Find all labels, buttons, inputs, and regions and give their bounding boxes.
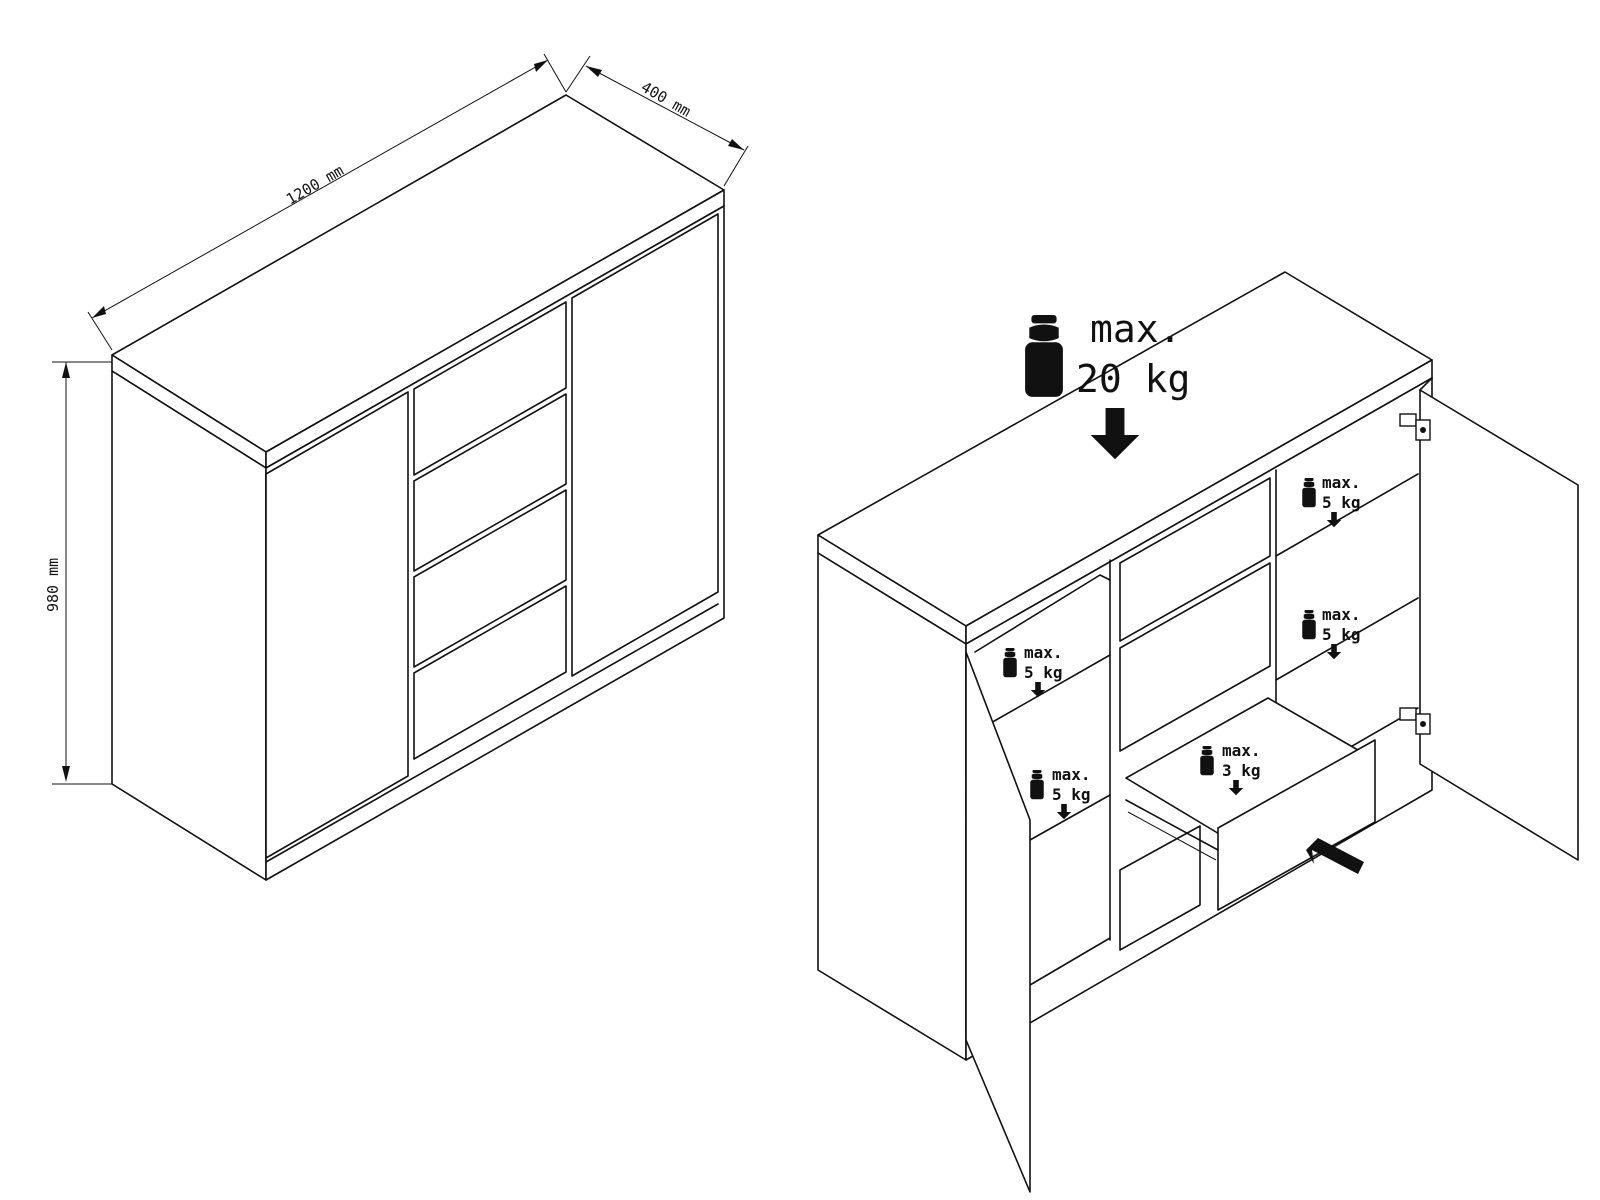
shelf-load-max: max. xyxy=(1322,473,1361,492)
shelf-right-upper xyxy=(1275,473,1419,557)
hinge-icon xyxy=(1399,413,1431,441)
push-arrow-icon xyxy=(1306,838,1364,874)
drawer-load-max: max. xyxy=(1222,741,1261,760)
shelf-load-max: max. xyxy=(1024,643,1063,662)
drawer-runner-rail xyxy=(1127,811,1217,861)
weight-icon xyxy=(1025,315,1063,397)
shelf-left-upper xyxy=(974,574,1111,653)
drawer-1 xyxy=(413,301,567,476)
drawer-runner xyxy=(1125,799,1219,851)
shelf-load-label-left-lower: max. 5 kg xyxy=(1030,765,1091,820)
open-right-door xyxy=(1419,389,1579,861)
plinth-line xyxy=(265,603,719,863)
height-label: 980 mm xyxy=(44,558,62,612)
weight-icon xyxy=(1003,648,1017,678)
depth-label: 400 mm xyxy=(638,78,694,121)
weight-icon xyxy=(1302,478,1316,508)
drawer-4 xyxy=(413,585,567,760)
hinge-icon xyxy=(1399,707,1431,735)
bottom-left xyxy=(1029,937,1111,986)
dimension-height: 980 mm xyxy=(44,361,112,785)
open-right-door-edge xyxy=(1419,377,1433,391)
shelf-load-label-right-mid: max. 5 kg xyxy=(1302,605,1361,660)
left-door xyxy=(265,391,409,859)
drawer-2 xyxy=(413,393,567,572)
shelf-load-label-right-upper: max. 5 kg xyxy=(1302,473,1361,528)
open-drawer-closed-1 xyxy=(1119,477,1271,642)
drawer-load-value: 3 kg xyxy=(1222,761,1261,780)
shelf-left-upper-front xyxy=(974,654,1111,733)
drawer-3 xyxy=(413,489,567,668)
open-sideboard xyxy=(817,271,1579,1193)
shelf-load-value: 5 kg xyxy=(1024,663,1063,682)
open-left-door xyxy=(965,651,1031,1193)
drawer-load-label: max. 3 kg xyxy=(1200,741,1261,796)
shelf-load-value: 5 kg xyxy=(1322,493,1361,512)
open-drawer-closed-3 xyxy=(1119,825,1201,951)
shelf-load-max: max. xyxy=(1322,605,1361,624)
weight-icon xyxy=(1302,610,1316,640)
top-load-value: 20 kg xyxy=(1076,357,1190,401)
shelf-load-value: 5 kg xyxy=(1052,785,1091,804)
top-load-max: max. xyxy=(1090,307,1182,351)
weight-icon xyxy=(1200,746,1214,776)
weight-icon xyxy=(1030,770,1044,800)
shelf-right-mid xyxy=(1275,597,1419,681)
open-drawer-closed-2 xyxy=(1119,562,1271,752)
shelf-left-lower-front xyxy=(1029,794,1111,841)
pulled-drawer-front xyxy=(1217,739,1376,911)
shelf-load-value: 5 kg xyxy=(1322,625,1361,644)
top-load-label: max. 20 kg xyxy=(1025,307,1190,460)
shelf-load-label-left-upper: max. 5 kg xyxy=(1003,643,1063,698)
closed-sideboard xyxy=(111,94,725,881)
shelf-load-max: max. xyxy=(1052,765,1091,784)
width-label: 1200 mm xyxy=(283,161,347,208)
right-door xyxy=(571,213,719,677)
